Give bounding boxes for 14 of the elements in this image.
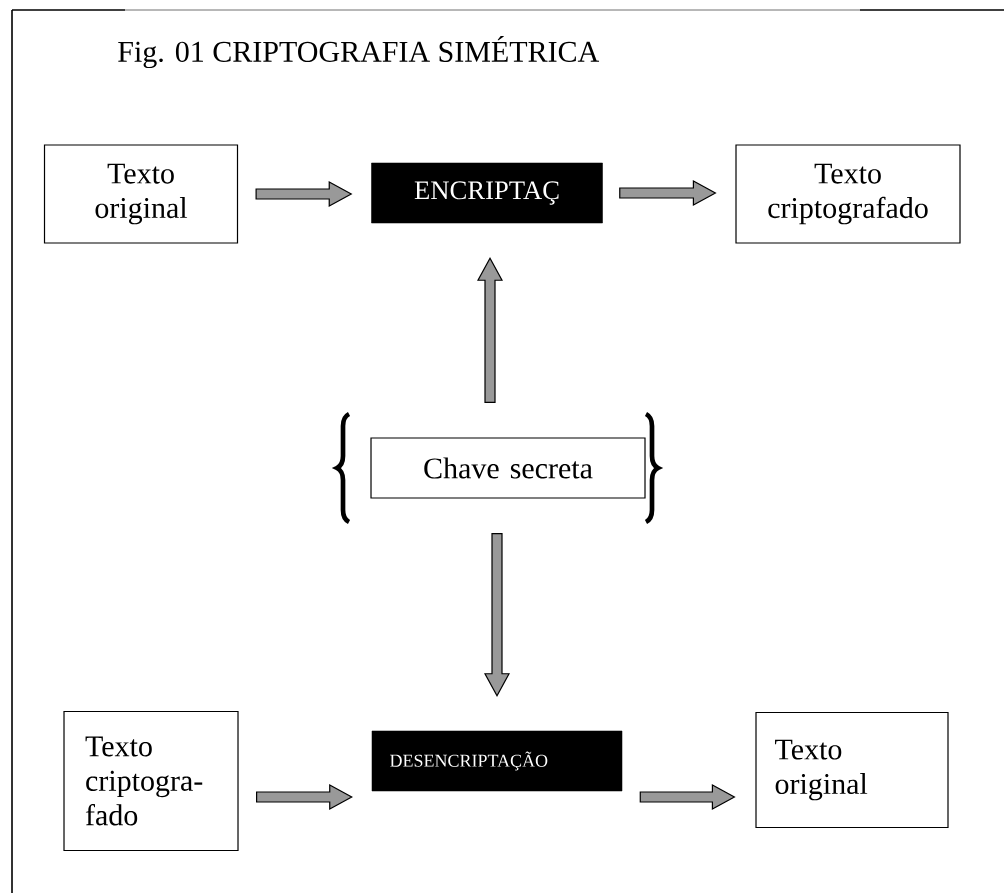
block-arrow bbox=[639, 783, 736, 810]
text-box: Texto original bbox=[43, 144, 239, 244]
block-arrow bbox=[484, 533, 510, 697]
text-box: Texto criptogra-fado bbox=[63, 710, 239, 852]
title: Fig. 01 CRIPTOGRAFIA SIMÉTRICA bbox=[118, 35, 600, 69]
block-arrow bbox=[619, 180, 717, 206]
text-box: Texto original bbox=[755, 711, 949, 829]
text-box: Texto criptografado bbox=[735, 144, 961, 244]
block-arrow bbox=[255, 181, 353, 207]
process-box: DESENCRIPTAÇÃO bbox=[371, 730, 623, 792]
text-box: Chave secreta bbox=[370, 437, 646, 499]
process-box: ENCRIPTAÇ bbox=[371, 162, 603, 224]
block-arrow bbox=[256, 783, 353, 810]
block-arrow bbox=[477, 257, 503, 403]
